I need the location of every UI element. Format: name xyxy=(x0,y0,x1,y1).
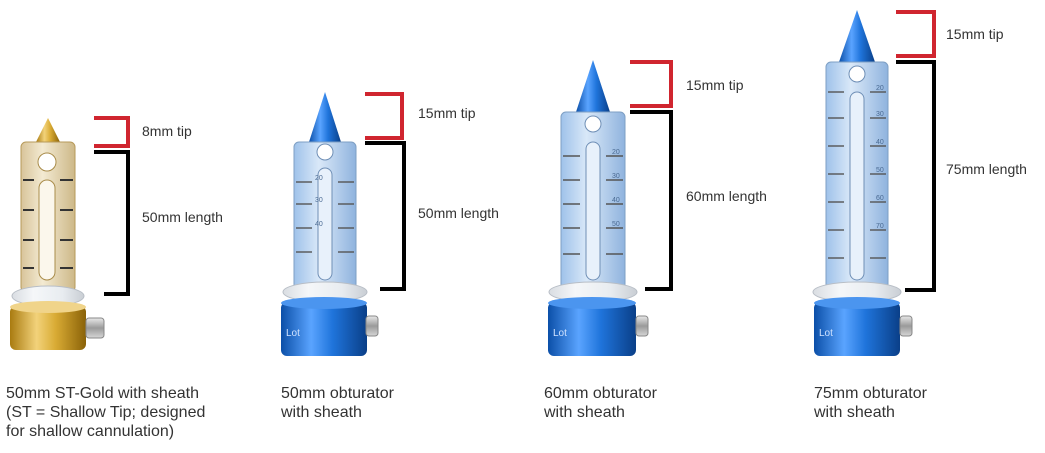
scale-mark-50-40: 40 xyxy=(315,221,323,228)
obturator-slot-50 xyxy=(317,167,333,281)
scale-mark-75-70: 70 xyxy=(876,223,884,230)
tip-label-1: 8mm tip xyxy=(142,123,192,139)
caption-50mm: 50mm obturator with sheath xyxy=(281,384,394,422)
length-label-2: 50mm length xyxy=(418,205,499,221)
obturator-hole-60 xyxy=(584,115,602,133)
scale-mark-75-20: 20 xyxy=(876,85,884,92)
blue-base-top-75 xyxy=(814,297,900,309)
thumbscrew-75 xyxy=(899,315,913,337)
caption-50mm-line-1: 50mm obturator xyxy=(281,385,394,402)
caption-75mm: 75mm obturator with sheath xyxy=(814,384,927,422)
length-bracket-4 xyxy=(896,60,936,292)
caption-st-gold: 50mm ST-Gold with sheath (ST = Shallow T… xyxy=(6,384,205,441)
blue-base-75 xyxy=(814,302,900,356)
obturator-slot-60 xyxy=(585,141,601,281)
blue-tip-60 xyxy=(576,60,610,112)
caption-st-gold-line-2: (ST = Shallow Tip; designed xyxy=(6,404,206,421)
tip-bracket-2 xyxy=(365,92,404,140)
gold-base-top xyxy=(10,301,86,313)
blue-tip-50 xyxy=(309,92,341,142)
obturator-hole-75 xyxy=(848,65,866,83)
thumbscrew-50 xyxy=(365,315,379,337)
dimension-brackets xyxy=(94,10,936,296)
blue-base-50 xyxy=(281,302,367,356)
tip-label-4: 15mm tip xyxy=(946,26,1004,42)
length-bracket-2 xyxy=(365,141,406,291)
blue-base-top-60 xyxy=(548,297,636,309)
thumbscrew-60 xyxy=(635,315,649,337)
caption-st-gold-line-1: 50mm ST-Gold with sheath xyxy=(6,385,199,402)
gold-tick-marks xyxy=(23,179,73,269)
scale-ticks-60 xyxy=(563,155,623,255)
scale-mark-50-30: 30 xyxy=(315,197,323,204)
lot-engraving-60: Lot xyxy=(553,328,567,339)
caption-75mm-line-2: with sheath xyxy=(814,404,895,421)
caption-60mm-line-2: with sheath xyxy=(544,404,625,421)
device-st-gold xyxy=(10,118,105,350)
scale-mark-75-60: 60 xyxy=(876,195,884,202)
obturator-hole-50 xyxy=(316,143,334,161)
scale-ticks-50 xyxy=(296,181,354,253)
length-label-1: 50mm length xyxy=(142,209,223,225)
gold-thumbscrew xyxy=(85,317,105,339)
blue-base-60 xyxy=(548,302,636,356)
caption-st-gold-line-3: for shallow cannulation) xyxy=(6,423,175,440)
scale-mark-60-50: 50 xyxy=(612,221,620,228)
tip-bracket-1 xyxy=(94,116,130,148)
tip-label-3: 15mm tip xyxy=(686,77,744,93)
scale-mark-60-40: 40 xyxy=(612,197,620,204)
lot-engraving-50: Lot xyxy=(286,328,300,339)
obturator-slot-75 xyxy=(849,91,865,281)
scale-mark-75-40: 40 xyxy=(876,139,884,146)
gold-obturator-hole xyxy=(37,152,57,172)
device-50mm-obturator: 20 30 40 Lot xyxy=(281,92,379,356)
gold-obturator-slot xyxy=(38,179,56,281)
scale-mark-60-20: 20 xyxy=(612,149,620,156)
device-75mm-obturator: 20 30 40 50 60 70 Lot xyxy=(812,10,913,356)
length-label-4: 75mm length xyxy=(946,161,1027,177)
gold-tip xyxy=(36,118,60,142)
length-label-3: 60mm length xyxy=(686,188,767,204)
caption-60mm: 60mm obturator with sheath xyxy=(544,384,657,422)
tip-label-2: 15mm tip xyxy=(418,105,476,121)
caption-60mm-line-1: 60mm obturator xyxy=(544,385,657,402)
length-bracket-3 xyxy=(630,110,673,291)
scale-ticks-75 xyxy=(828,91,886,259)
device-60mm-obturator: 20 30 40 50 Lot xyxy=(548,60,649,356)
lot-engraving-75: Lot xyxy=(819,328,833,339)
tip-bracket-3 xyxy=(630,60,673,108)
scale-mark-50-20: 20 xyxy=(315,175,323,182)
caption-75mm-line-1: 75mm obturator xyxy=(814,385,927,402)
scale-mark-75-30: 30 xyxy=(876,111,884,118)
blue-base-top-50 xyxy=(281,297,367,309)
gold-base xyxy=(10,306,86,350)
caption-50mm-line-2: with sheath xyxy=(281,404,362,421)
scale-mark-75-50: 50 xyxy=(876,167,884,174)
tip-bracket-4 xyxy=(896,10,936,58)
blue-tip-75 xyxy=(839,10,875,62)
scale-mark-60-30: 30 xyxy=(612,173,620,180)
length-bracket-1 xyxy=(94,150,130,296)
